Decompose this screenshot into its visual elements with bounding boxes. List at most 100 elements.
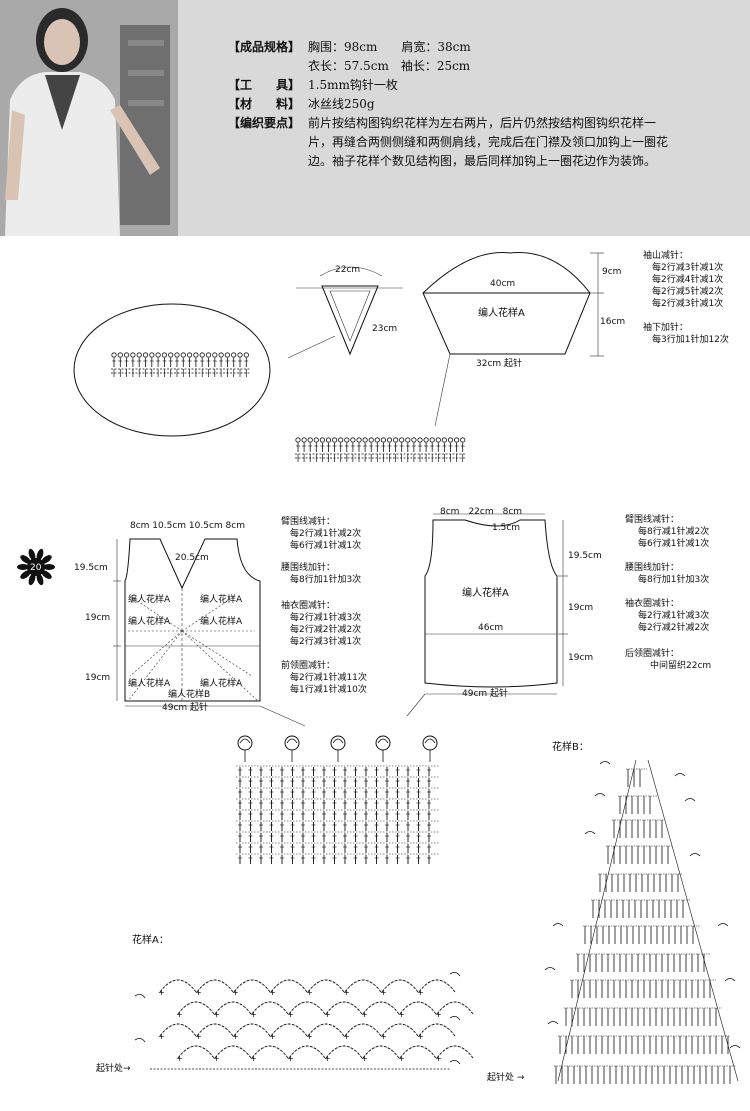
front-height-1: 19.5cm bbox=[74, 563, 108, 573]
front-note: 每2行减3针减1次 bbox=[290, 635, 361, 647]
front-label: 编人花样A bbox=[200, 593, 243, 605]
back-note: 腰围线加针： bbox=[625, 561, 679, 573]
sleeve-cap-height: 9cm bbox=[602, 267, 621, 277]
svg-text:+: + bbox=[158, 988, 165, 997]
front-note: 腰围线加针： bbox=[281, 561, 335, 573]
svg-text:+: + bbox=[343, 1032, 350, 1041]
sleeve-notes: 袖山减针： 每2行减3针减1次 每2行减4针减1次 每2行减5针减2次 每2行减… bbox=[643, 249, 729, 345]
svg-text:+: + bbox=[417, 1032, 424, 1041]
sleeve-note: 每2行减4针减1次 bbox=[652, 273, 723, 285]
method-line3: 边。袖子花样个数见结构图，最后同样加钩上一圈花边作为装饰。 bbox=[308, 154, 657, 168]
svg-text:+: + bbox=[380, 988, 387, 997]
back-note: 每6行减1针减1次 bbox=[638, 537, 709, 549]
svg-text:+: + bbox=[398, 1010, 405, 1019]
pattern-b-chart bbox=[544, 759, 741, 1084]
back-neck-depth: 1.5cm bbox=[492, 523, 520, 533]
sleeve-top-width: 40cm bbox=[490, 279, 515, 289]
front-label: 编人花样A bbox=[200, 677, 243, 689]
edging-chart-flowers bbox=[236, 735, 440, 864]
pattern-diagram: 22cm 23cm 40cm 32cm 起针 9cm 16cm 编人花样A 袖山… bbox=[17, 249, 741, 1084]
edging-ellipse bbox=[73, 303, 271, 437]
svg-text:+: + bbox=[287, 1010, 294, 1019]
svg-text:+: + bbox=[417, 988, 424, 997]
front-piece bbox=[17, 538, 306, 727]
front-label: 编人花样B bbox=[168, 688, 210, 700]
method-line1: 前片按结构图钩织花样为左右两片，后片仍然按结构图钩织花样一 bbox=[308, 116, 657, 130]
callout-line-collar bbox=[287, 335, 336, 359]
front-label: 编人花样A bbox=[200, 615, 243, 627]
front-note: 每6行减1针减1次 bbox=[290, 539, 361, 551]
front-notes: 臂围线减针： 每2行减1针减2次 每6行减1针减1次 腰围线加针： 每8行加1针… bbox=[281, 515, 367, 695]
front-top-measure: 8cm 10.5cm 10.5cm 8cm bbox=[130, 521, 245, 531]
front-label: 编人花样A bbox=[128, 677, 171, 689]
back-note: 每2行减1针减3次 bbox=[638, 609, 709, 621]
back-height-1: 19.5cm bbox=[568, 551, 602, 561]
spec-label: 【成品规格】 bbox=[228, 40, 301, 54]
svg-text:+: + bbox=[287, 1054, 294, 1063]
tool-label: 【工 具】 bbox=[228, 78, 301, 92]
svg-text:+: + bbox=[232, 988, 239, 997]
front-pattern-labels: 编人花样A 编人花样A 编人花样A 编人花样A 编人花样A 编人花样A 编人花样… bbox=[128, 593, 243, 700]
back-note: 袖衣圈减针： bbox=[625, 597, 679, 609]
front-note: 每8行加1针加3次 bbox=[290, 573, 361, 585]
method-label: 【编织要点】 bbox=[228, 116, 301, 130]
svg-text:+: + bbox=[158, 1032, 165, 1041]
svg-text:+: + bbox=[435, 1054, 442, 1063]
svg-text:+: + bbox=[361, 1054, 368, 1063]
svg-text:+: + bbox=[213, 1010, 220, 1019]
svg-text:+: + bbox=[195, 1032, 202, 1041]
sleeve-note: 每2行减3针减1次 bbox=[652, 297, 723, 309]
material-value: 冰丝线250g bbox=[308, 97, 375, 111]
front-note: 每2行减1针减11次 bbox=[290, 671, 367, 683]
sleeve-note: 每3行加1针加12次 bbox=[652, 333, 729, 345]
back-piece bbox=[406, 513, 568, 717]
svg-text:+: + bbox=[398, 1054, 405, 1063]
svg-text:+: + bbox=[324, 1010, 331, 1019]
back-top-measure: 8cm 22cm 8cm bbox=[440, 507, 522, 517]
sleeve-body-height: 16cm bbox=[600, 317, 625, 327]
sleeve-note: 袖下加针： bbox=[643, 321, 688, 333]
front-neck-depth: 20.5cm bbox=[175, 553, 209, 563]
back-note: 每2行减2针减2次 bbox=[638, 621, 709, 633]
pattern-b-title: 花样B： bbox=[552, 740, 589, 753]
back-height-2: 19cm bbox=[568, 603, 593, 613]
front-note: 袖衣圈减针： bbox=[281, 599, 335, 611]
svg-text:+: + bbox=[306, 1032, 313, 1041]
collar-height: 23cm bbox=[372, 324, 397, 334]
svg-text:+: + bbox=[361, 1010, 368, 1019]
pattern-b-start: 起针处 → bbox=[487, 1071, 525, 1083]
svg-text:+: + bbox=[232, 1032, 239, 1041]
sleeve-diagram bbox=[422, 252, 604, 427]
spec-line1: 胸围：98cm 肩宽：38cm bbox=[308, 40, 471, 54]
model-photo-drawing bbox=[0, 0, 178, 236]
back-notes: 臂围线减针： 每8行减1针减2次 每6行减1针减1次 腰围线加针： 每8行加1针… bbox=[625, 513, 711, 671]
svg-text:+: + bbox=[176, 1010, 183, 1019]
front-height-2: 19cm bbox=[85, 613, 110, 623]
pattern-a-chart: ++++++++++++++++++++++++++++++++ bbox=[134, 972, 474, 1070]
pattern-number-badge: 20 bbox=[30, 563, 42, 573]
svg-text:+: + bbox=[306, 988, 313, 997]
header-banner: 【成品规格】胸围：98cm 肩宽：38cm 衣长：57.5cm 袖长：25cm … bbox=[0, 0, 750, 236]
edging-chart-small bbox=[111, 352, 250, 377]
front-note: 前领圈减针： bbox=[281, 659, 335, 671]
collar-width: 22cm bbox=[335, 265, 360, 275]
back-note: 每8行加1针加3次 bbox=[638, 573, 709, 585]
svg-text:+: + bbox=[269, 1032, 276, 1041]
back-note: 中间留织22cm bbox=[650, 659, 711, 671]
spec-panel: 【成品规格】胸围：98cm 肩宽：38cm 衣长：57.5cm 袖长：25cm … bbox=[228, 38, 728, 171]
edging-chart-sleeve bbox=[295, 437, 466, 462]
svg-text:+: + bbox=[195, 988, 202, 997]
svg-text:+: + bbox=[269, 988, 276, 997]
method-line2: 片，再缝合两侧侧缝和两侧肩线，完成后在门襟及领口加钩上一圈花 bbox=[308, 135, 669, 149]
front-note: 臂围线减针： bbox=[281, 515, 335, 527]
svg-text:+: + bbox=[213, 1054, 220, 1063]
model-photo bbox=[0, 0, 178, 236]
back-bottom-width: 49cm 起针 bbox=[462, 687, 508, 699]
svg-text:+: + bbox=[380, 1032, 387, 1041]
sleeve-pattern-label: 编人花样A bbox=[478, 306, 525, 319]
svg-text:+: + bbox=[324, 1054, 331, 1063]
front-note: 每2行减2针减2次 bbox=[290, 623, 361, 635]
sleeve-bottom-width: 32cm 起针 bbox=[476, 357, 522, 369]
back-waist-width: 46cm bbox=[478, 623, 503, 633]
svg-text:+: + bbox=[343, 988, 350, 997]
